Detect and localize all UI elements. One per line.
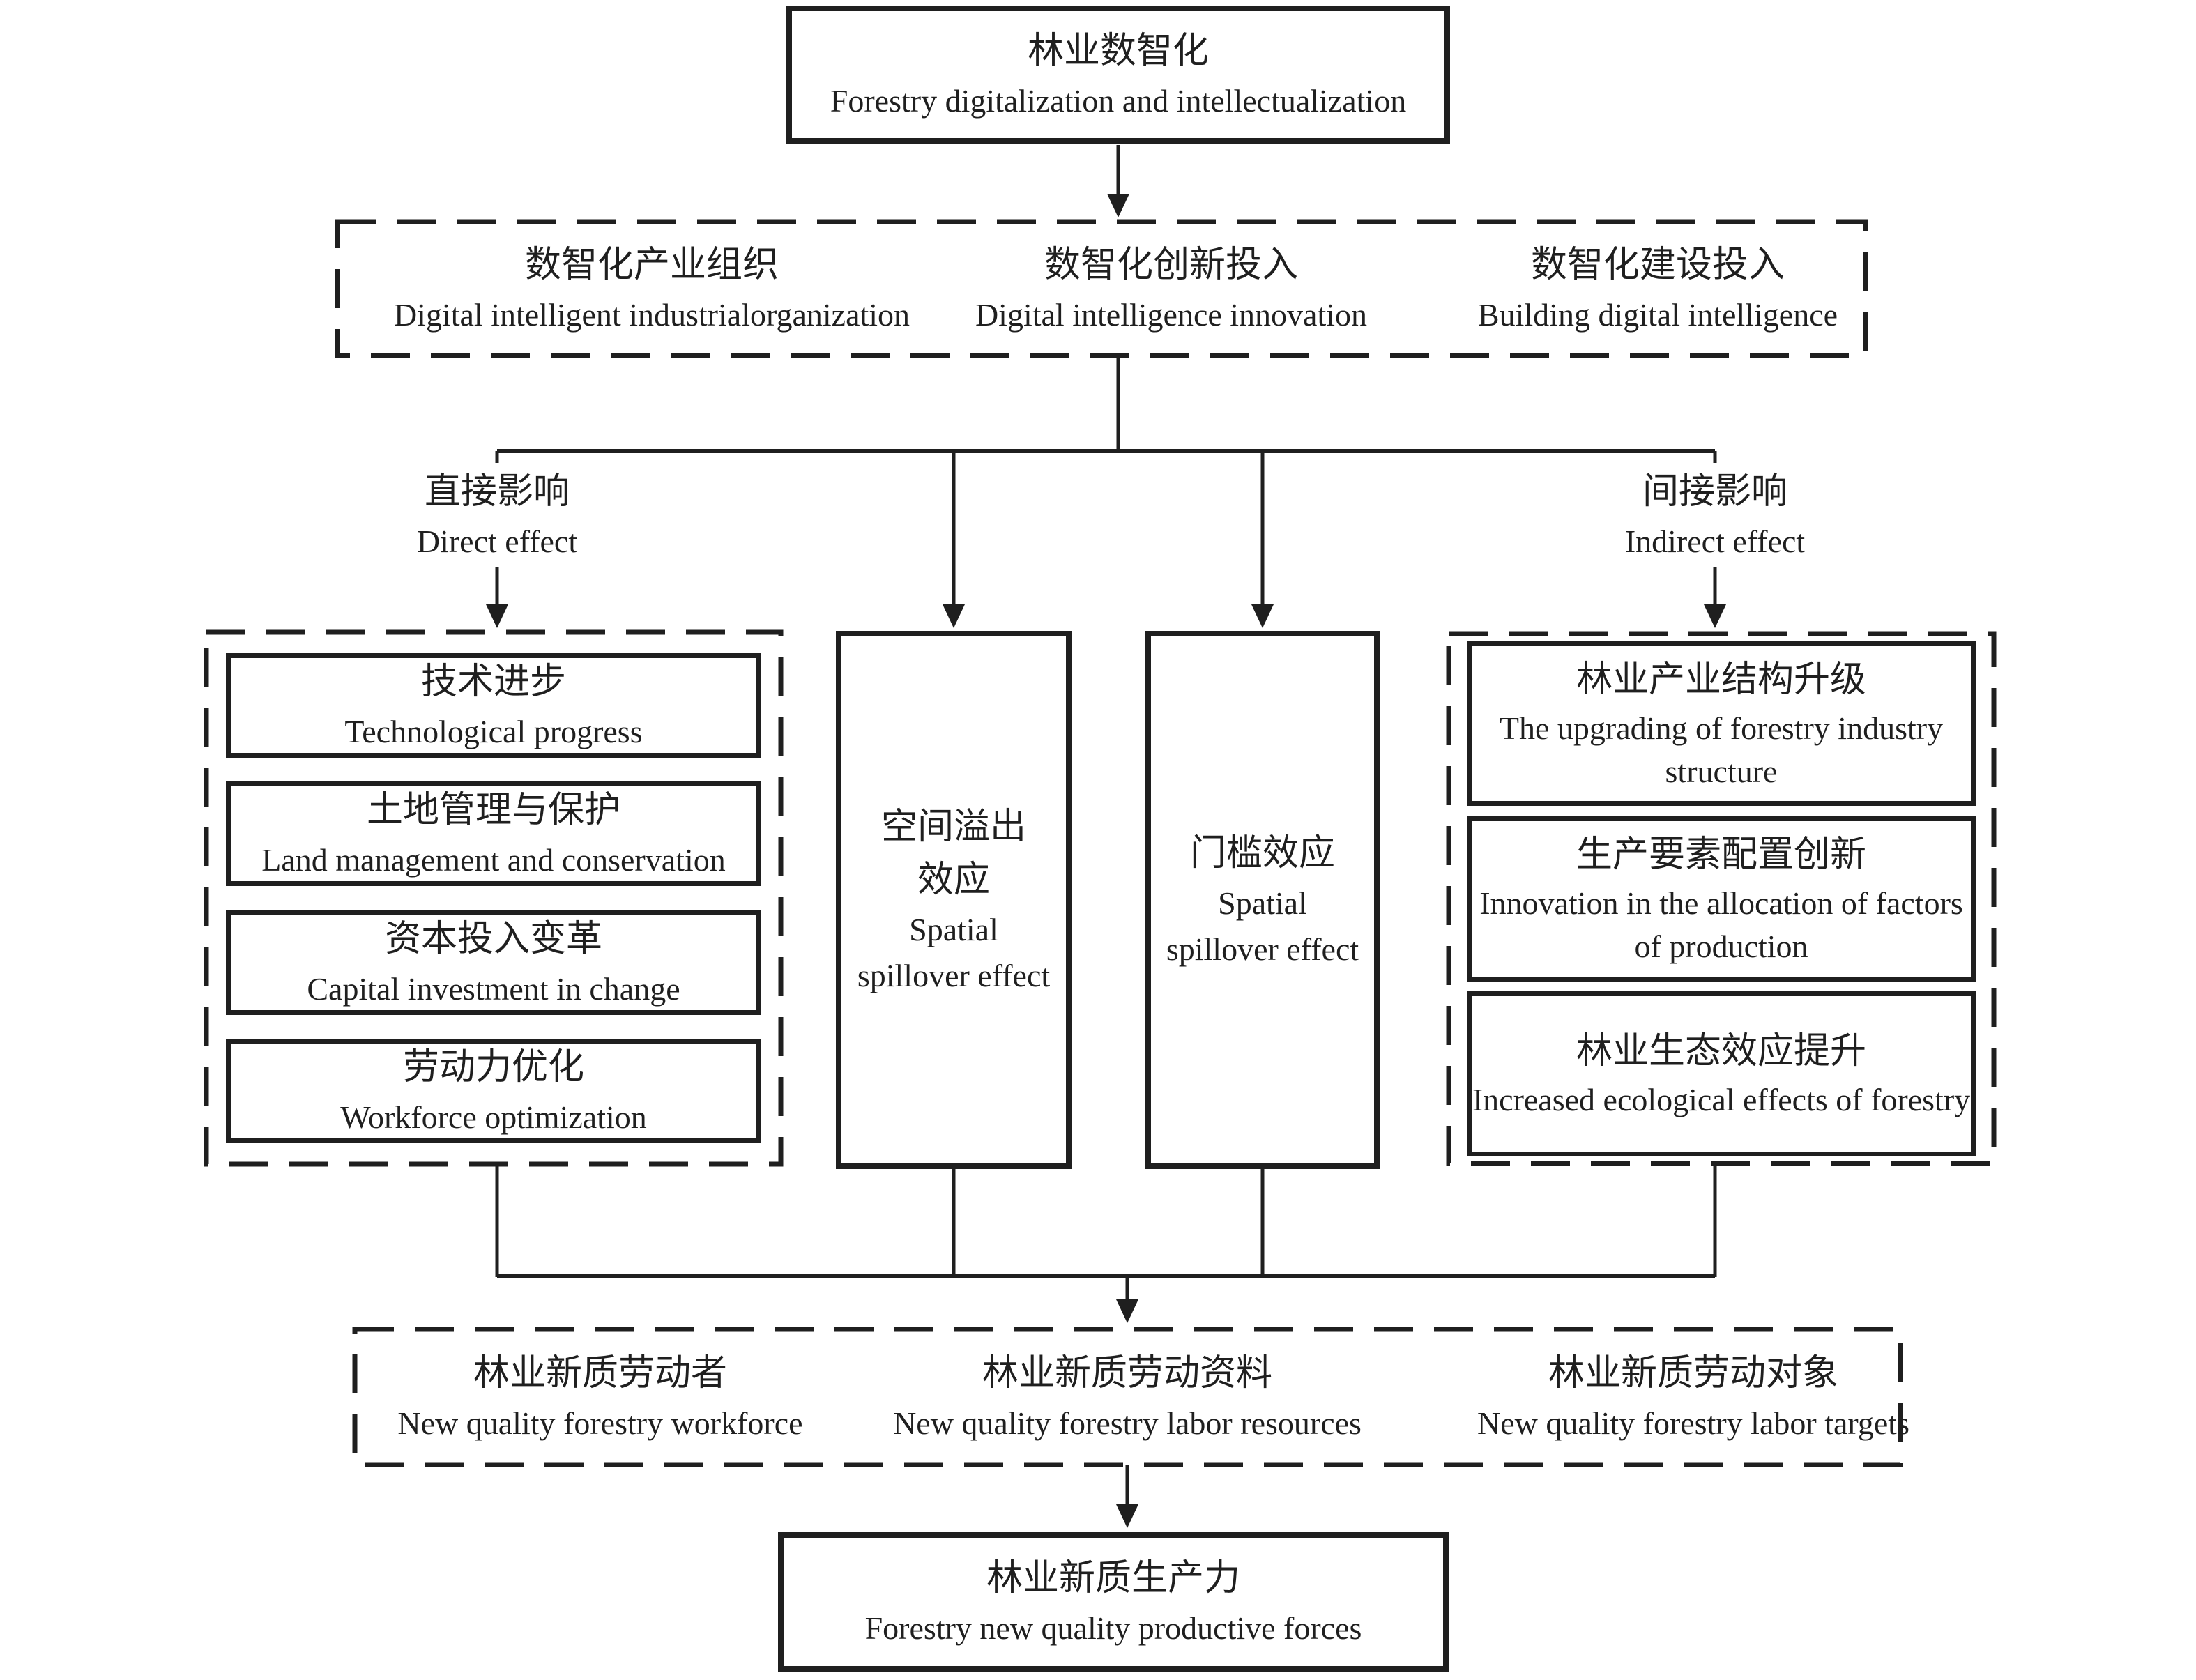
- item-label-en: The upgrading of forestry industry struc…: [1499, 710, 1944, 789]
- top-box-label-en: Forestry digitalization and intellectual…: [830, 83, 1407, 119]
- top-box-label-zh: 林业数智化: [1027, 31, 1209, 71]
- output-item-label-en: New quality forestry labor resources: [893, 1405, 1362, 1441]
- output-item-label-zh: 林业新质劳动对象: [1548, 1354, 1838, 1393]
- mediator-label-zh: 门槛效应: [1189, 834, 1335, 873]
- direct-effect-label-zh: 直接影响: [424, 472, 570, 512]
- direct-effects-group-box: 技术进步 Technological progress 土地管理与保护 Land…: [204, 629, 784, 1167]
- mediator-label-zh: 空间溢出: [880, 807, 1026, 847]
- direct-effect-item-land-management: 土地管理与保护 Land management and conservation: [226, 781, 761, 887]
- indirect-effect-label-zh: 间接影响: [1642, 472, 1787, 512]
- output-item-label-zh: 林业新质劳动者: [473, 1354, 727, 1393]
- item-label-en: Workforce optimization: [340, 1099, 647, 1135]
- final-box-label-en: Forestry new quality productive forces: [864, 1610, 1362, 1646]
- output-item-label-zh: 林业新质劳动资料: [982, 1354, 1272, 1393]
- input-item-label-en: Digital intelligence innovation: [975, 297, 1368, 333]
- final-box-label-zh: 林业新质生产力: [986, 1559, 1240, 1598]
- indirect-effect-label-en: Indirect effect: [1624, 524, 1806, 559]
- output-item-workforce: 林业新质劳动者 New quality forestry workforce: [397, 1347, 802, 1446]
- output-item-label-en: New quality forestry labor targets: [1477, 1405, 1909, 1441]
- input-item-label-zh: 数智化产业组织: [524, 245, 779, 285]
- item-label-zh: 技术进步: [420, 662, 566, 703]
- input-item-industry-organization: 数智化产业组织 Digital intelligent industrialor…: [394, 239, 910, 338]
- indirect-effect-label: 间接影响 Indirect effect: [1615, 463, 1815, 567]
- threshold-effect-box: 门槛效应 Spatial spillover effect: [1145, 631, 1380, 1169]
- mediator-label-en: Spatial: [1218, 885, 1307, 921]
- mediator-label-zh: 效应: [917, 860, 990, 900]
- item-label-zh: 生产要素配置创新: [1576, 835, 1866, 875]
- direct-effect-item-workforce-optimization: 劳动力优化 Workforce optimization: [226, 1038, 761, 1143]
- item-label-zh: 林业生态效应提升: [1576, 1032, 1866, 1072]
- input-item-innovation-investment: 数智化创新投入 Digital intelligence innovation: [975, 239, 1367, 338]
- input-item-construction-investment: 数智化建设投入 Building digital intelligence: [1478, 239, 1838, 338]
- input-item-label-zh: 数智化创新投入: [1044, 245, 1298, 285]
- input-item-label-en: Building digital intelligence: [1477, 297, 1838, 333]
- output-item-labor-targets: 林业新质劳动对象 New quality forestry labor targ…: [1477, 1347, 1909, 1446]
- direct-effect-label: 直接影响 Direct effect: [406, 463, 588, 567]
- final-box: 林业新质生产力 Forestry new quality productive …: [778, 1532, 1449, 1672]
- item-label-en: Innovation in the allocation of factors …: [1479, 885, 1963, 964]
- mediator-label-en: spillover effect: [1166, 931, 1359, 967]
- item-label-zh: 土地管理与保护: [366, 791, 620, 831]
- output-item-labor-resources: 林业新质劳动资料 New quality forestry labor reso…: [893, 1347, 1362, 1446]
- direct-effect-item-capital-investment: 资本投入变革 Capital investment in change: [226, 910, 761, 1015]
- item-label-en: Capital investment in change: [307, 970, 680, 1007]
- item-label-zh: 林业产业结构升级: [1576, 659, 1866, 700]
- mediator-label-en: spillover effect: [857, 958, 1051, 993]
- mediator-label-en: Spatial: [909, 912, 998, 947]
- top-box: 林业数智化 Forestry digitalization and intell…: [786, 6, 1450, 144]
- item-label-en: Increased ecological effects of forestry: [1472, 1082, 1971, 1118]
- direct-effect-item-technological-progress: 技术进步 Technological progress: [226, 653, 761, 758]
- input-item-label-en: Digital intelligent industrialorganizati…: [393, 297, 910, 333]
- output-group-box: 林业新质劳动者 New quality forestry workforce 林…: [352, 1327, 1909, 1467]
- output-item-label-en: New quality forestry workforce: [397, 1405, 803, 1441]
- arrowheads: [486, 194, 1726, 1528]
- indirect-effect-item-industry-upgrading: 林业产业结构升级 The upgrading of forestry indus…: [1467, 641, 1976, 807]
- input-item-label-zh: 数智化建设投入: [1530, 245, 1785, 285]
- item-label-en: Technological progress: [344, 714, 643, 750]
- item-label-zh: 劳动力优化: [402, 1047, 584, 1087]
- indirect-effects-group-box: 林业产业结构升级 The upgrading of forestry indus…: [1446, 631, 1997, 1166]
- direct-effect-label-en: Direct effect: [416, 524, 578, 559]
- indirect-effect-item-factor-allocation: 生产要素配置创新 Innovation in the allocation of…: [1467, 816, 1976, 982]
- item-label-zh: 资本投入变革: [384, 919, 602, 959]
- input-group-box: 数智化产业组织 Digital intelligent industrialor…: [335, 219, 1868, 358]
- item-label-en: Land management and conservation: [261, 842, 726, 878]
- spatial-spillover-effect-box: 空间溢出 效应 Spatial spillover effect: [836, 631, 1072, 1169]
- indirect-effect-item-ecological-effects: 林业生态效应提升 Increased ecological effects of…: [1467, 991, 1976, 1156]
